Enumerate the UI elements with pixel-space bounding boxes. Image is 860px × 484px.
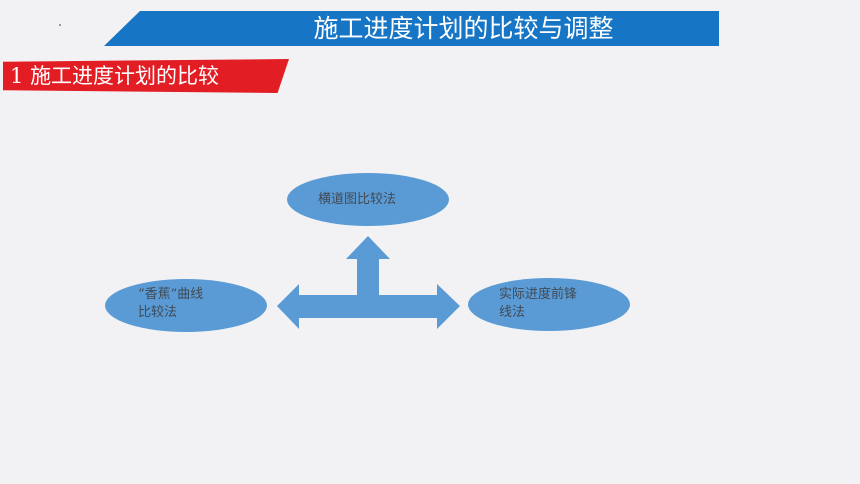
three-way-arrow bbox=[277, 236, 460, 329]
method-node-right bbox=[468, 278, 630, 331]
method-label-top: 横道图比较法 bbox=[318, 192, 397, 207]
method-label-left-line2: 比较法 bbox=[138, 305, 178, 320]
section-heading-text: 施工进度计划的比较 bbox=[30, 64, 220, 88]
method-label-right-line2: 线法 bbox=[499, 305, 526, 320]
method-node-left bbox=[105, 279, 267, 332]
section-heading: 1 施工进度计划的比较 bbox=[10, 59, 219, 93]
section-number: 1 bbox=[10, 64, 24, 88]
method-label-left-line1: “香蕉”曲线 bbox=[138, 287, 204, 302]
decorative-dot bbox=[59, 24, 61, 26]
page-title: 施工进度计划的比较与调整 bbox=[313, 14, 614, 43]
method-node-top bbox=[287, 173, 449, 226]
method-label-right-line1: 实际进度前锋 bbox=[499, 287, 578, 302]
section-banner: 1 施工进度计划的比较 bbox=[3, 59, 289, 93]
title-banner: 施工进度计划的比较与调整 bbox=[104, 11, 719, 46]
